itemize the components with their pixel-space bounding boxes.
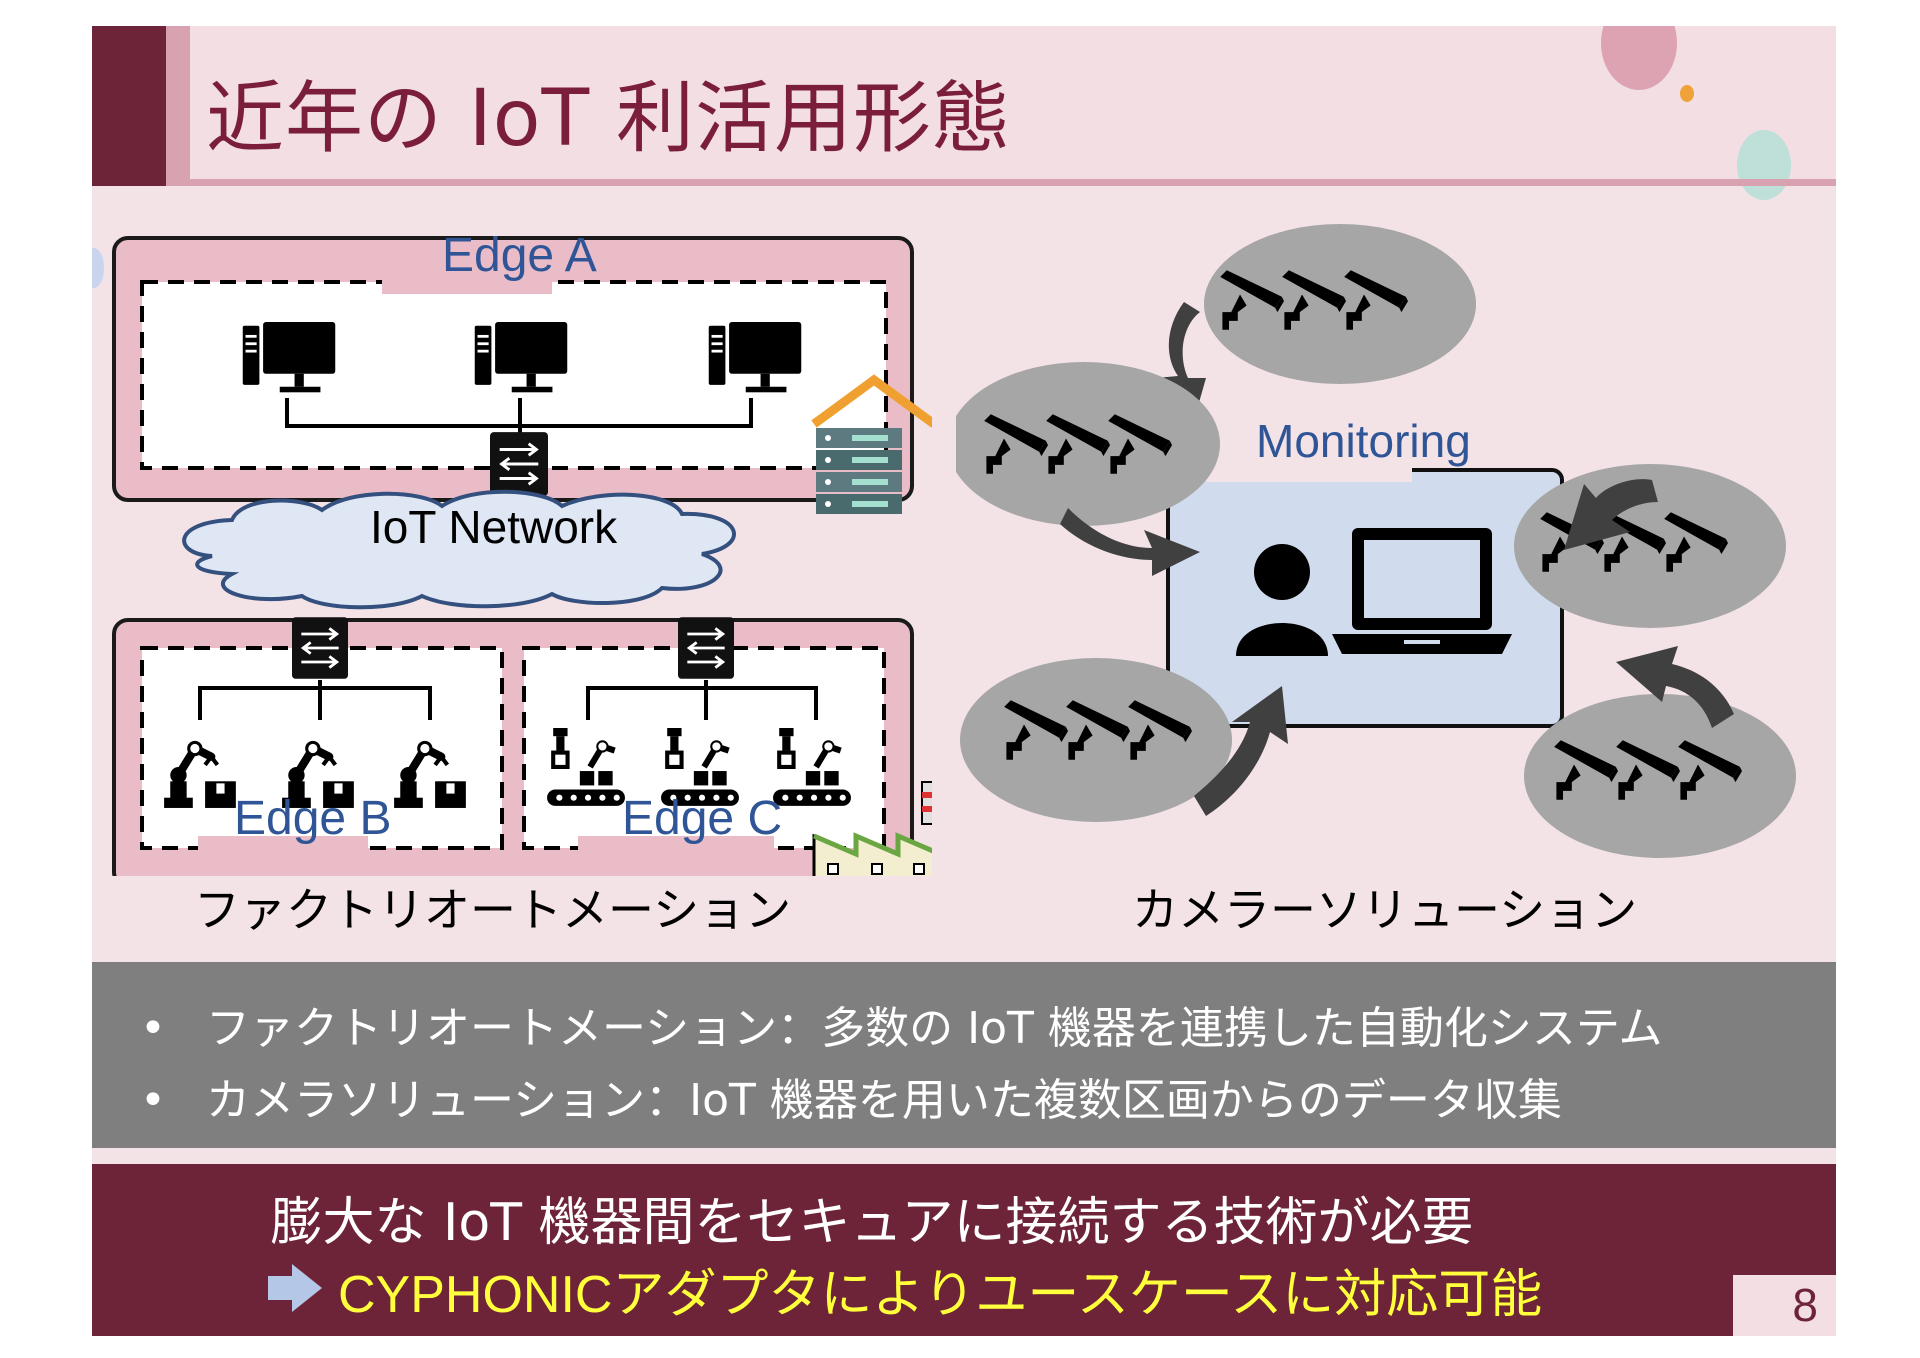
bullet-item: • ファクトリオートメーション：多数の IoT 機器を連携した自動化システム xyxy=(140,992,1663,1056)
title-accent-dark xyxy=(92,26,166,186)
bullet-text: カメラソリューション：IoT 機器を用いた複数区画からのデータ収集 xyxy=(206,1075,1562,1126)
bullet-summary: • ファクトリオートメーション：多数の IoT 機器を連携した自動化システム • カ… xyxy=(92,962,1836,1148)
iot-network-cloud xyxy=(182,489,736,610)
edge-c-label: Edge C xyxy=(622,792,783,845)
decor-circle-blue xyxy=(92,248,104,288)
conclusion-line-1: 膨大な IoT 機器間をセキュアに接続する技術が必要 xyxy=(270,1193,1474,1253)
decor-circle-mint xyxy=(1737,130,1791,200)
conclusion-box: 膨大な IoT 機器間をセキュアに接続する技術が必要 CYPHONICアダプタに… xyxy=(92,1164,1836,1336)
title-bar xyxy=(92,26,1836,182)
page-number: 8 xyxy=(1733,1275,1836,1336)
person-icon xyxy=(1236,544,1328,656)
factory-caption: ファクトリオートメーション xyxy=(194,883,792,937)
camera-group-left-bottom xyxy=(960,658,1288,822)
title-accent-light xyxy=(166,26,190,186)
factory-automation-diagram xyxy=(112,236,932,876)
bullet-dot: • xyxy=(140,1075,166,1126)
camera-group-left-top xyxy=(956,362,1220,576)
monitoring-label: Monitoring xyxy=(1256,415,1471,467)
bullet-dot: • xyxy=(140,1003,166,1054)
title-underline xyxy=(190,179,1836,186)
slide-title: 近年の IoT 利活用形態 xyxy=(206,74,1011,164)
iot-network-label: IoT Network xyxy=(370,501,618,553)
right-arrow-icon xyxy=(268,1264,322,1312)
server-rack-icon xyxy=(811,374,932,514)
conclusion-line-2: CYPHONICアダプタによりユースケースに対応可能 xyxy=(338,1266,1543,1324)
decor-dot-orange xyxy=(1680,85,1694,102)
camera-group-top xyxy=(1156,224,1476,420)
camera-solution-diagram xyxy=(956,224,1796,858)
edge-b-label: Edge B xyxy=(234,792,392,845)
bullet-item: • カメラソリューション：IoT 機器を用いた複数区画からのデータ収集 xyxy=(140,1064,1562,1128)
laptop-icon xyxy=(1332,528,1512,654)
edge-a-label: Edge A xyxy=(442,229,597,282)
camera-group-right-bottom xyxy=(1524,646,1796,858)
factory-icon xyxy=(812,781,932,876)
bullet-text: ファクトリオートメーション：多数の IoT 機器を連携した自動化システム xyxy=(206,1003,1663,1054)
slide: 近年の IoT 利活用形態 xyxy=(92,26,1836,1336)
camera-group-right-top xyxy=(1514,464,1786,628)
camera-caption: カメラーソリューション xyxy=(1132,883,1638,937)
